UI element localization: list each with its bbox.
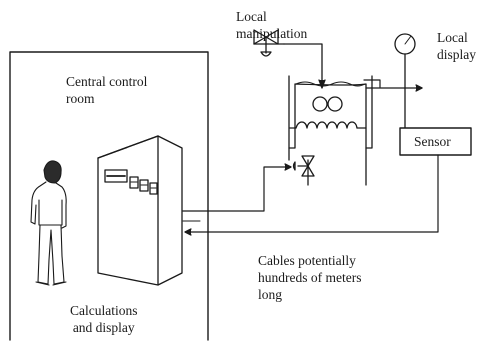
cables-label: Cables potentially hundreds of meters lo…	[258, 253, 362, 302]
local-display-label: Local display	[437, 30, 476, 62]
local-display-gauge	[394, 33, 416, 89]
calculations-label: Calculations and display	[70, 303, 138, 335]
operator-figure	[30, 160, 67, 286]
cabinet-gauge-2	[139, 179, 149, 192]
process-tank	[288, 75, 381, 186]
sensor-label: Sensor	[414, 134, 451, 149]
control-room-boundary	[9, 51, 209, 341]
agitator-left	[312, 96, 328, 112]
cabinet-gauge-3	[149, 182, 158, 195]
output-cable-top	[182, 166, 291, 212]
control-valve	[292, 155, 315, 186]
sensor-cable	[185, 154, 439, 233]
sensor-box	[399, 127, 472, 156]
control-cabinet	[97, 135, 183, 286]
central-control-room-label: Central control room	[66, 74, 148, 106]
manual-valve	[253, 29, 326, 89]
local-manipulation-label: Local manipulation	[236, 9, 308, 41]
heating-coil	[295, 121, 358, 129]
cabinet-gauge-1	[129, 176, 139, 189]
agitator-right	[327, 96, 343, 112]
